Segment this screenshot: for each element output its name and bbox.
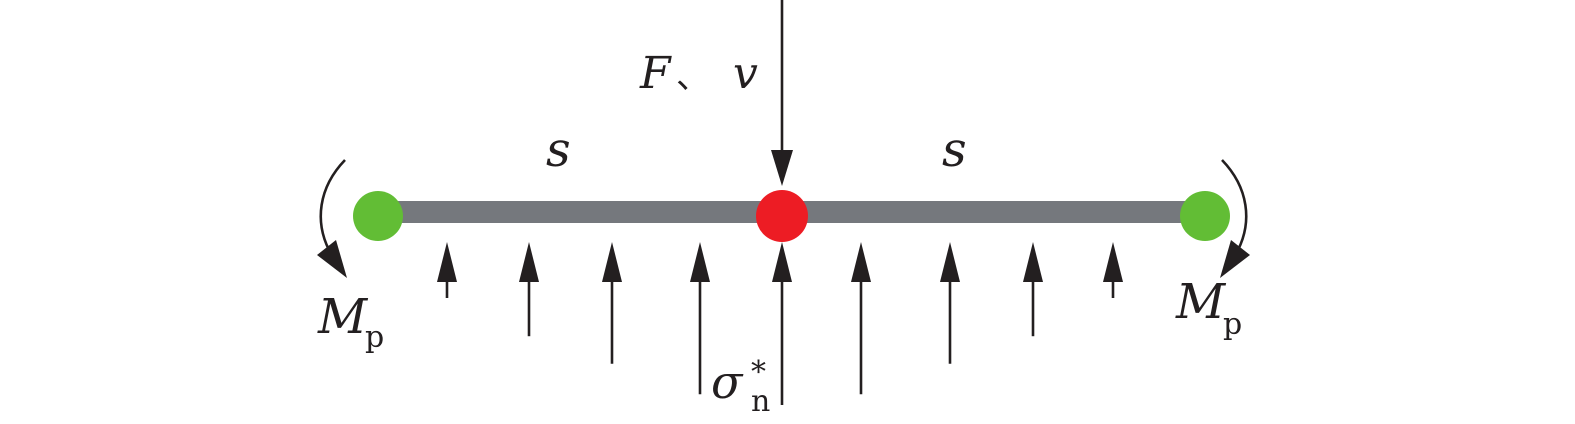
distributed-load-arrow (519, 242, 539, 337)
span-label-right: s (942, 122, 967, 178)
moment-label-left-sub: p (365, 320, 384, 355)
plastic-hinge-right (1180, 191, 1230, 241)
stress-label-sub: n (751, 384, 770, 419)
moment-arrow-left (317, 159, 347, 278)
distributed-load-arrow (940, 242, 960, 364)
force-label-v: v (733, 48, 758, 99)
distributed-load-arrow (690, 242, 710, 395)
span-label-left: s (546, 122, 571, 178)
applied-force-arrow (771, 0, 793, 186)
moment-label-left: M (317, 289, 369, 345)
distributed-load-arrow (1103, 242, 1123, 298)
distributed-load (437, 242, 1123, 405)
stress-label-sup: * (751, 355, 766, 390)
moment-arrow-right (1220, 159, 1250, 278)
distributed-load-arrow (851, 242, 871, 395)
plastic-hinge-left (353, 191, 403, 241)
plastic-hinge-center (756, 190, 808, 242)
moment-label-right: M (1175, 274, 1227, 330)
distributed-load-arrow (437, 242, 457, 298)
moment-label-right-sub: p (1223, 307, 1242, 342)
distributed-load-arrow (602, 242, 622, 364)
distributed-load-arrow (772, 242, 792, 405)
force-label-separator: 、 (676, 57, 710, 97)
stress-label: σ (711, 355, 744, 409)
distributed-load-arrow (1023, 242, 1043, 337)
force-label-F: F (639, 48, 672, 99)
